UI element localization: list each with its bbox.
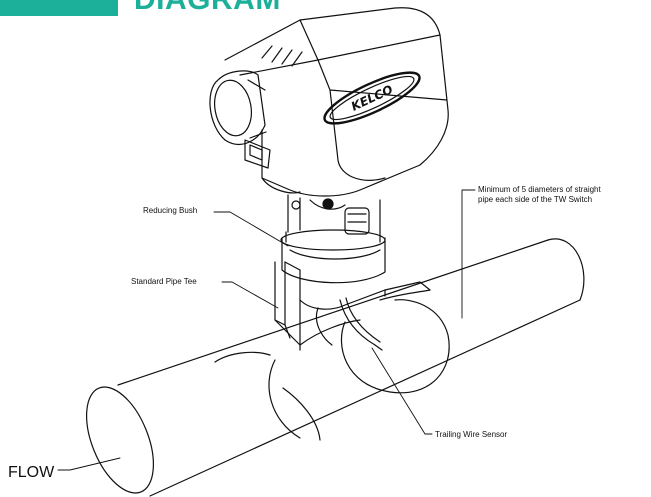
flow-label: FLOW xyxy=(8,464,55,481)
trailing-wire-sensor-label: Trailing Wire Sensor xyxy=(435,430,508,439)
standard-pipe-tee xyxy=(274,261,431,351)
min-diameters-label-line2: pipe each side of the TW Switch xyxy=(478,195,593,204)
trailing-wire-sensor xyxy=(339,297,383,351)
standard-pipe-tee-label: Standard Pipe Tee xyxy=(131,277,197,286)
min-diameters-label-line1: Minimum of 5 diameters of straight xyxy=(478,185,601,194)
callout-leaders xyxy=(57,189,476,471)
reducing-bush-label: Reducing Bush xyxy=(143,206,198,215)
header-accent-bar xyxy=(0,0,118,16)
reducing-bush xyxy=(280,229,386,284)
main-pipe xyxy=(86,238,585,497)
switch-stem xyxy=(287,194,381,235)
page-title: DIAGRAM xyxy=(134,0,281,15)
switch-housing: KELCO xyxy=(209,7,449,197)
